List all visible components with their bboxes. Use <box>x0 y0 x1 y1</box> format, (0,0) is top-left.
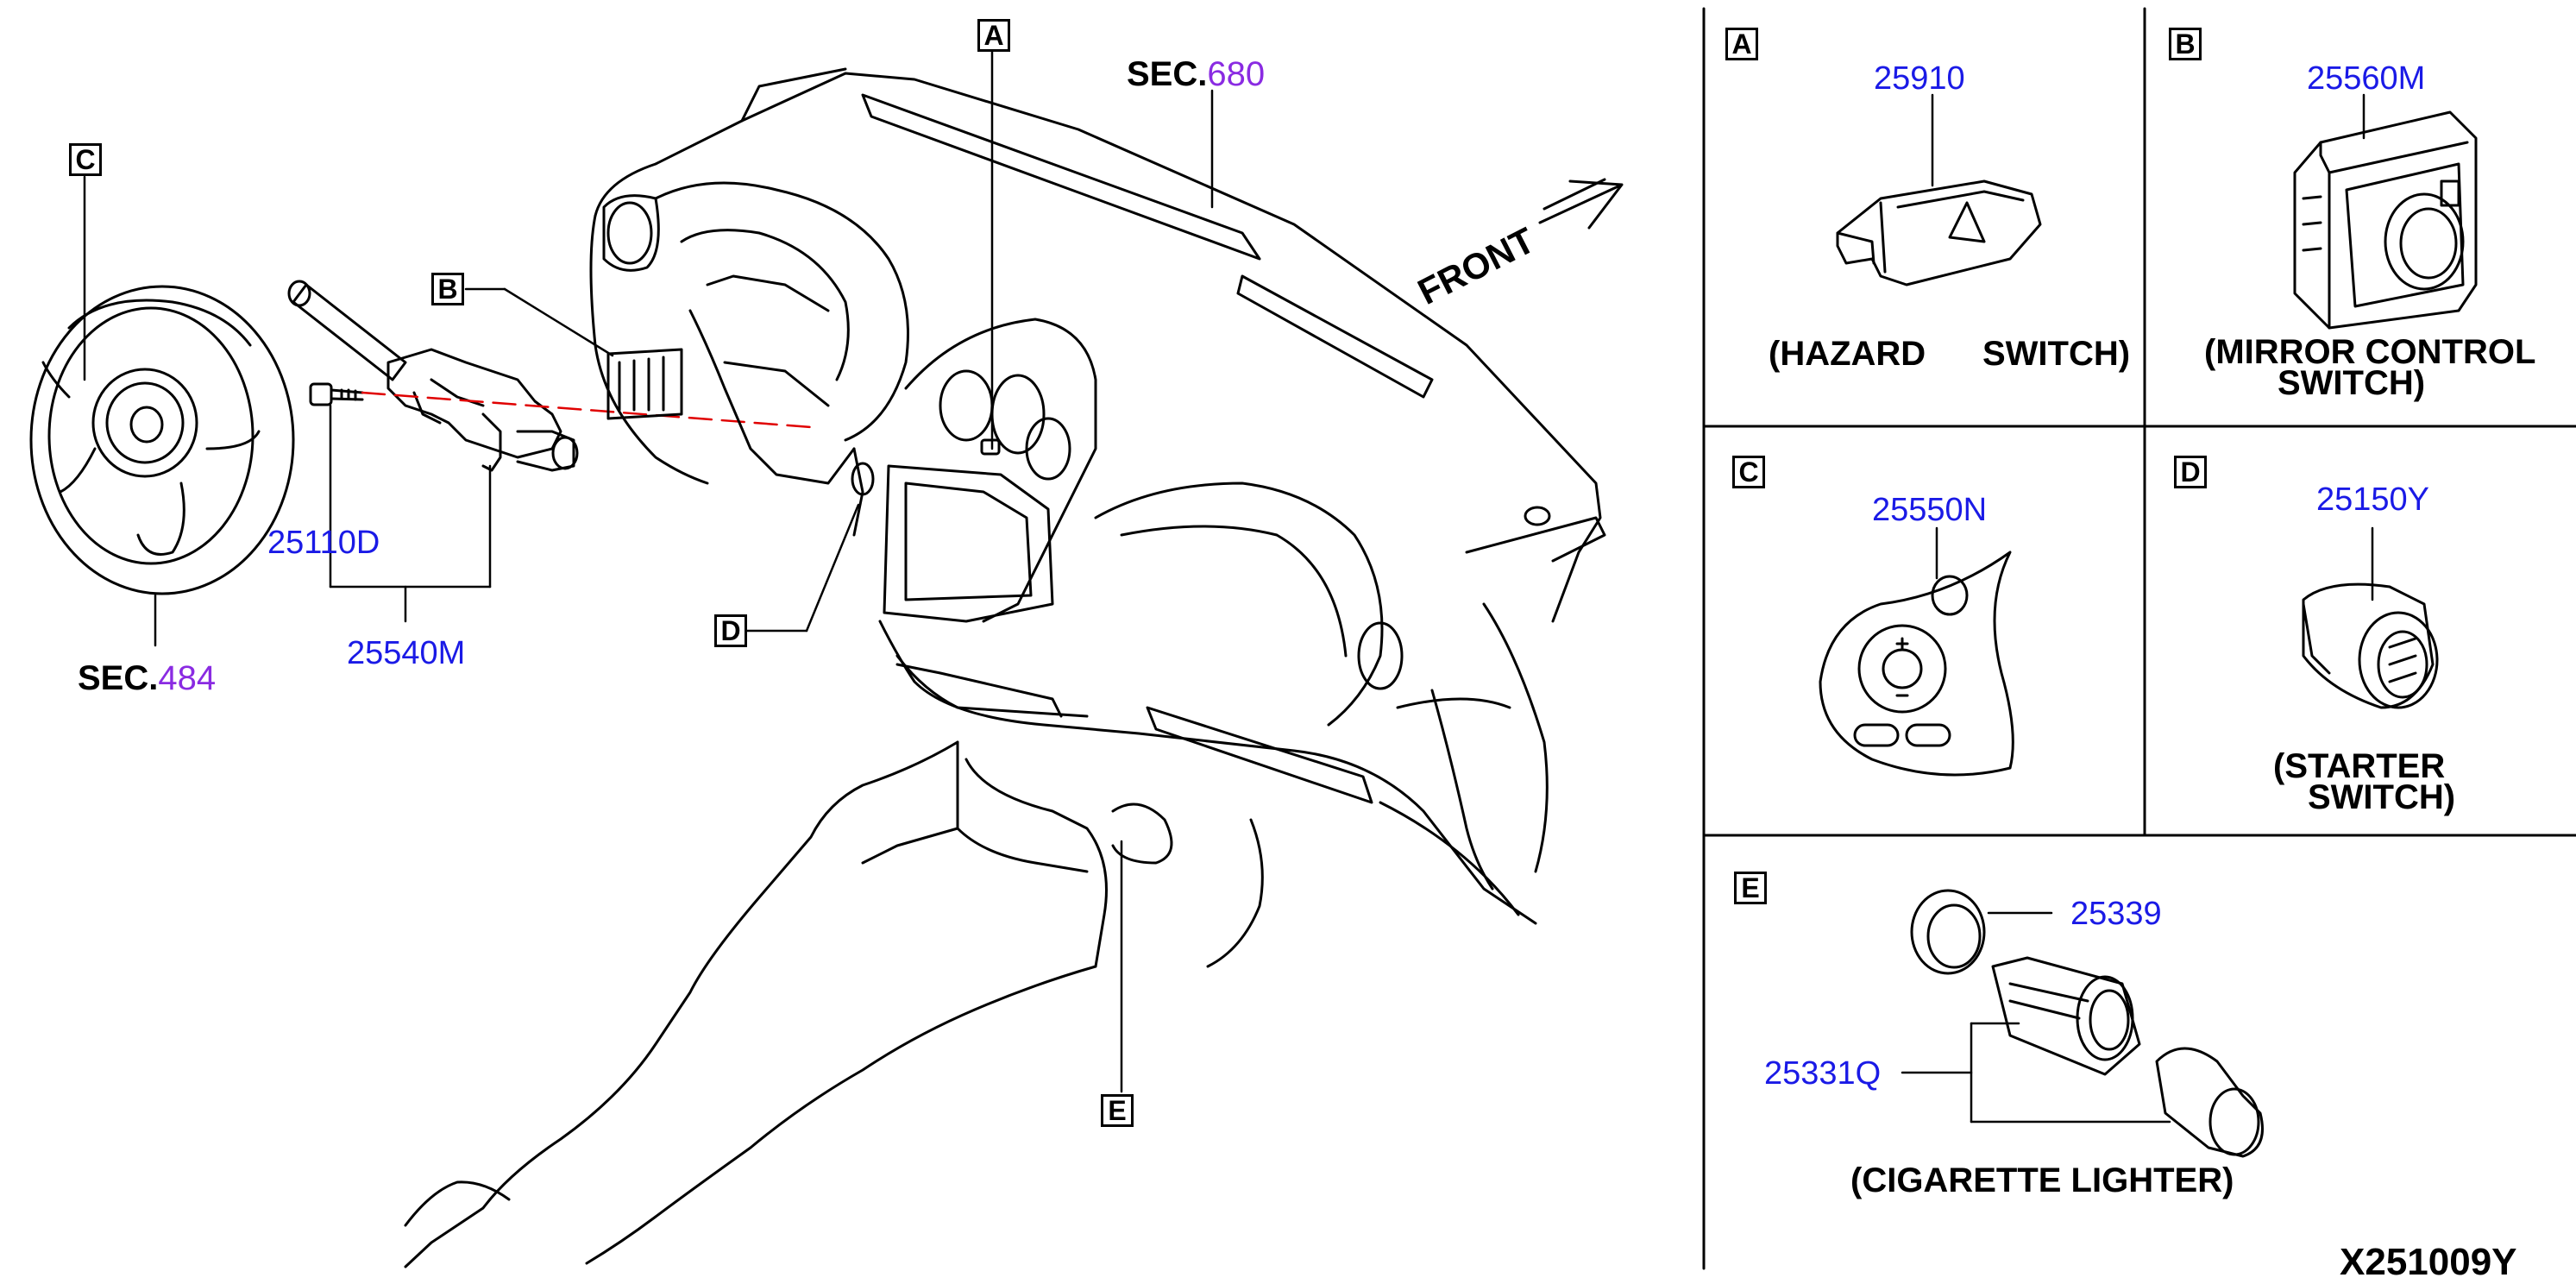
cigarette-lighter-drawing <box>1901 889 2264 1158</box>
sec-484-label: SEC.484 <box>78 659 217 697</box>
panel-b-letter: B <box>2169 28 2202 60</box>
steering-wheel-drawing <box>29 285 295 595</box>
panel-a-letter: A <box>1725 28 1758 60</box>
callout-d: D <box>714 614 747 647</box>
mirror-control-switch-drawing <box>2293 93 2478 330</box>
combination-switch-drawing <box>287 280 579 472</box>
panel-c-letter: C <box>1732 456 1765 488</box>
leader-lines-left <box>83 175 492 647</box>
panel-grid <box>1702 7 2576 1270</box>
centerline <box>361 391 813 429</box>
part-number-25331q: 25331Q <box>1764 1055 1882 1092</box>
sec-680-label: SEC.680 <box>1127 55 1266 93</box>
leader-lines-main <box>464 50 1214 1093</box>
front-arrow-icon <box>1538 178 1624 230</box>
part-number-25339: 25339 <box>2070 896 2162 932</box>
floor-outline <box>404 740 1097 1268</box>
panel-a-caption-close: SWITCH) <box>1982 335 2131 373</box>
panel-e-letter: E <box>1734 872 1767 904</box>
hazard-switch-drawing <box>1836 93 2042 286</box>
part-number-25550n: 25550N <box>1872 492 1988 528</box>
panel-b-caption-line1: (MIRROR CONTROL <box>2204 333 2536 371</box>
callout-e: E <box>1101 1094 1134 1127</box>
panel-e-caption: (CIGARETTE LIGHTER) <box>1850 1161 2234 1199</box>
callout-a: A <box>977 19 1010 52</box>
callout-b: B <box>431 273 464 305</box>
callout-c: C <box>69 143 102 176</box>
panel-b-caption-line2: SWITCH) <box>2278 364 2426 402</box>
part-number-25560m: 25560M <box>2307 60 2426 97</box>
steering-switch-drawing <box>1819 526 2014 777</box>
instrument-panel-drawing <box>589 67 1606 968</box>
part-number-25110d: 25110D <box>267 525 380 561</box>
panel-d-caption-line1: (STARTER <box>2273 747 2446 785</box>
starter-switch-drawing <box>2302 526 2439 709</box>
panel-d-caption-line2: SWITCH) <box>2308 778 2456 816</box>
part-number-25150y: 25150Y <box>2316 482 2430 518</box>
panel-a-caption-open: (HAZARD <box>1769 335 1926 373</box>
panel-d-letter: D <box>2174 456 2207 488</box>
diagram-code: X251009Y <box>2340 1241 2517 1283</box>
part-number-25540m: 25540M <box>347 635 466 671</box>
part-number-25910: 25910 <box>1874 60 1965 97</box>
